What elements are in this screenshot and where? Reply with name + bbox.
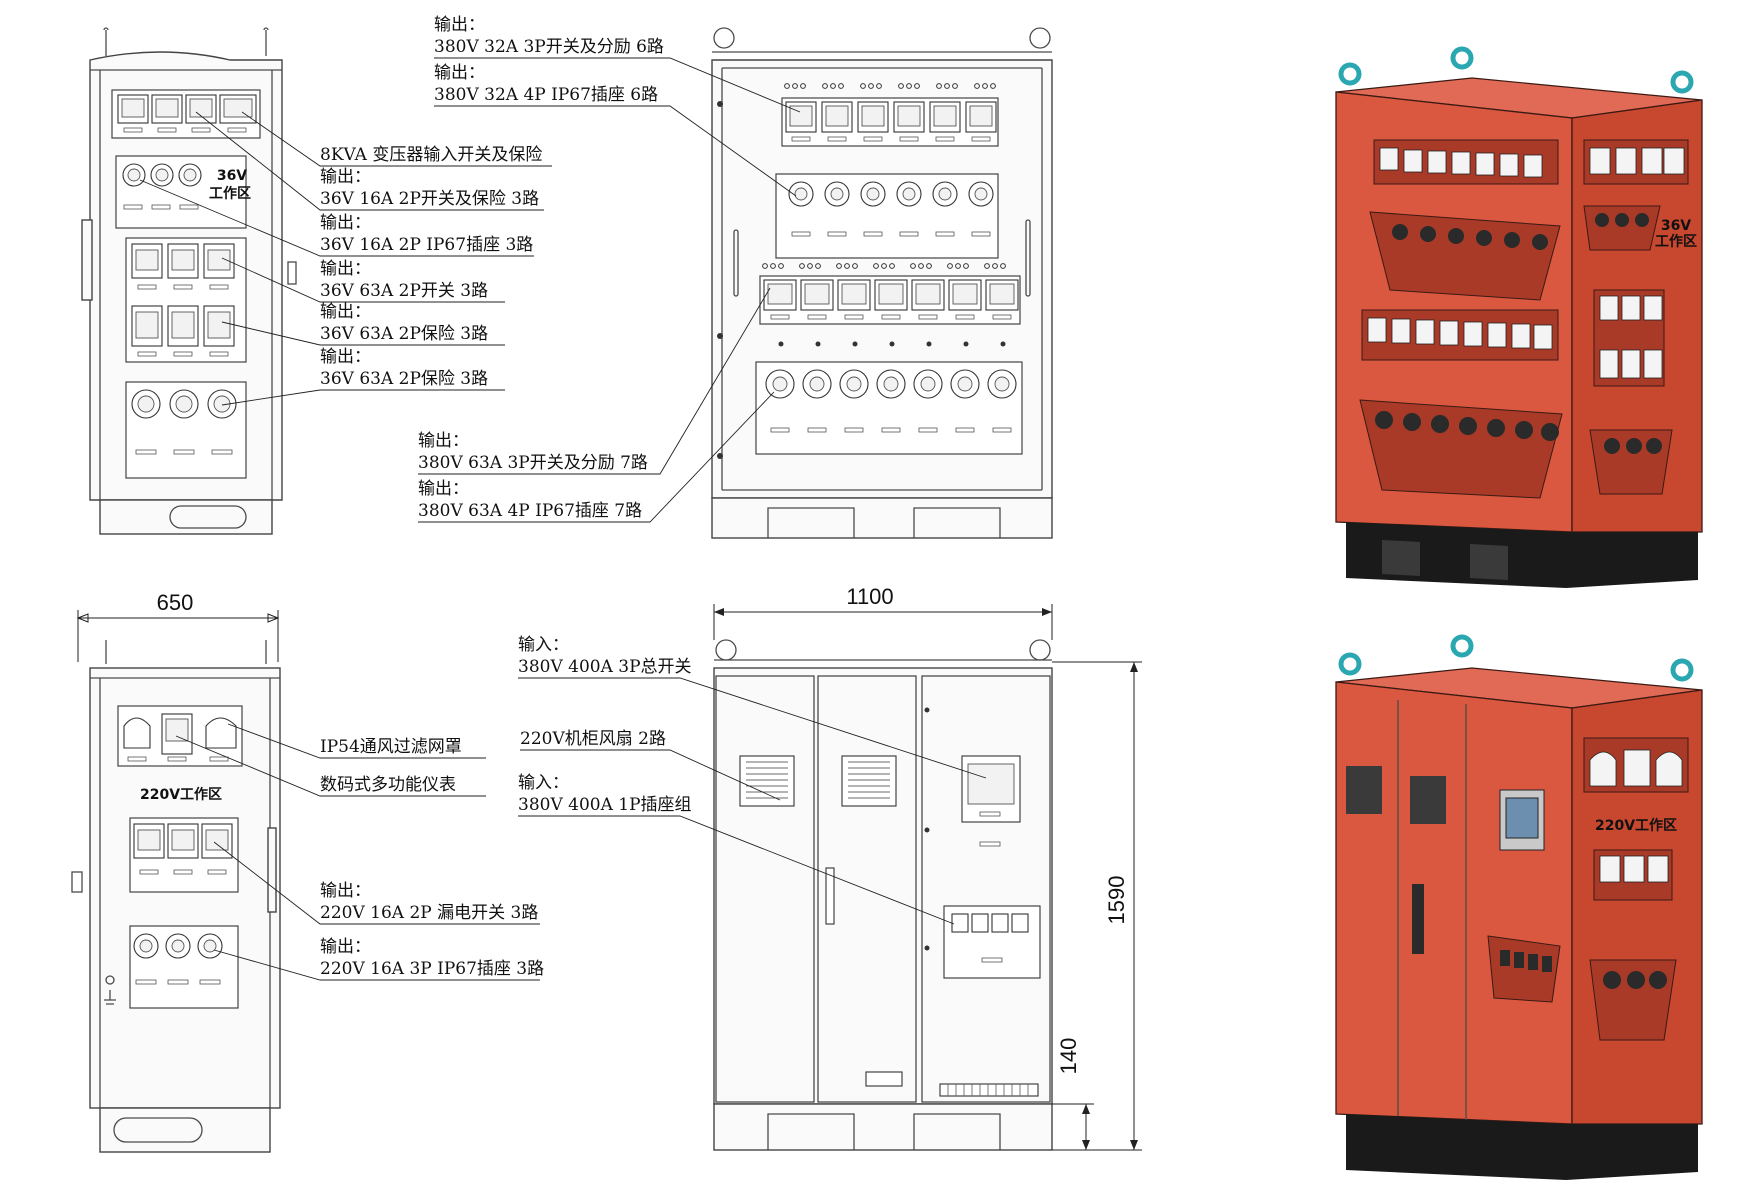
breaker-group bbox=[117, 94, 257, 133]
callout-text: 输入： bbox=[518, 773, 569, 793]
callout-text: 380V 400A 3P总开关 bbox=[518, 657, 692, 677]
callout-text: 输入： bbox=[518, 635, 569, 655]
front-cabinet-body bbox=[713, 667, 1053, 1105]
callout-text: 数码式多功能仪表 bbox=[320, 775, 456, 795]
dimension-base: 140 bbox=[1052, 1038, 1094, 1150]
callout-text: 输出： bbox=[320, 259, 371, 279]
iso-cabinet-bottom: 220V工作区 bbox=[1335, 634, 1703, 1180]
eyebolt-icon bbox=[1338, 62, 1362, 86]
callout-text: 220V机柜风扇 2路 bbox=[520, 729, 666, 749]
callout-leaders bbox=[139, 57, 987, 981]
zone-label-36v-sub: 工作区 bbox=[209, 185, 251, 202]
callout-text: 36V 63A 2P保险 3路 bbox=[320, 324, 488, 344]
socket-row-32a bbox=[775, 173, 999, 259]
side-view-36v: 36V 工作区 bbox=[81, 27, 297, 535]
dim-depth-label: 650 bbox=[157, 590, 194, 615]
door-left bbox=[715, 675, 815, 1103]
dimension-width: 1100 bbox=[713, 584, 1053, 640]
callout-text: 36V 63A 2P保险 3路 bbox=[320, 369, 488, 389]
door-middle bbox=[817, 675, 917, 1103]
callout-text: 380V 32A 4P IP67插座 6路 bbox=[434, 85, 658, 105]
callout-text: 输出： bbox=[320, 347, 371, 367]
filter-hood bbox=[205, 717, 237, 749]
callouts-bottom-center: 输入： 380V 400A 3P总开关 220V机柜风扇 2路 输入： 380V… bbox=[518, 635, 692, 815]
callout-text: 380V 63A 3P开关及分励 7路 bbox=[418, 453, 648, 473]
vent-grille bbox=[739, 755, 795, 807]
eyebolt-icon bbox=[263, 27, 269, 56]
side-handle-left bbox=[81, 219, 93, 301]
dimension-depth: 650 bbox=[76, 590, 280, 662]
eyebolt-icon bbox=[1670, 70, 1694, 94]
eyebolt-icon bbox=[103, 27, 109, 56]
callout-text: 输出： bbox=[418, 479, 469, 499]
callout-text: 输出： bbox=[320, 302, 371, 322]
iso-zone-label-36v-sub: 工作区 bbox=[1655, 233, 1697, 250]
callout-text: 220V 16A 3P IP67插座 3路 bbox=[320, 959, 544, 979]
callout-text: 380V 63A 4P IP67插座 7路 bbox=[418, 501, 642, 521]
callout-text: 8KVA 变压器输入开关及保险 bbox=[320, 145, 542, 165]
callout-text: 输出： bbox=[434, 63, 485, 83]
front-view-bottom bbox=[713, 639, 1053, 1151]
front-base bbox=[713, 1103, 1053, 1151]
eyebolt-icon bbox=[713, 27, 735, 49]
callout-text: 输出： bbox=[434, 15, 485, 35]
callout-text: 36V 16A 2P IP67插座 3路 bbox=[320, 235, 533, 255]
eyebolt-icon bbox=[105, 640, 267, 664]
callout-text: IP54通风过滤网罩 bbox=[320, 737, 462, 757]
iso-zone-label-220v: 220V工作区 bbox=[1595, 817, 1677, 834]
socket-row-63a bbox=[755, 341, 1023, 455]
vent-grille bbox=[841, 755, 897, 807]
callout-text: 输出： bbox=[320, 881, 371, 901]
iso-front bbox=[1335, 681, 1573, 1125]
eyebolt-icon bbox=[1450, 46, 1474, 70]
callout-text: 36V 63A 2P开关 3路 bbox=[320, 281, 488, 301]
callout-text: 输出： bbox=[320, 167, 371, 187]
callout-text: 380V 400A 1P插座组 bbox=[518, 795, 692, 815]
ground-icon bbox=[105, 975, 115, 985]
callout-text: 220V 16A 2P 漏电开关 3路 bbox=[320, 903, 538, 923]
callouts-top-left: 8KVA 变压器输入开关及保险 输出： 36V 16A 2P开关及保险 3路 输… bbox=[320, 145, 542, 389]
eyebolt-icon bbox=[1029, 27, 1051, 49]
front-base bbox=[711, 497, 1053, 539]
breaker-row-63a bbox=[759, 263, 1021, 325]
door-handle bbox=[825, 867, 835, 925]
socket-group bbox=[122, 163, 202, 210]
eyebolt-icon bbox=[1450, 634, 1474, 658]
filter-hood bbox=[123, 717, 151, 749]
callout-text: 输出： bbox=[320, 937, 371, 957]
callout-text: 输出： bbox=[320, 213, 371, 233]
iso-zone-label-36v: 36V bbox=[1661, 218, 1691, 234]
callouts-bottom-left: IP54通风过滤网罩 数码式多功能仪表 输出： 220V 16A 2P 漏电开关… bbox=[320, 737, 544, 979]
callouts-top-center: 输出： 380V 32A 3P开关及分励 6路 输出： 380V 32A 4P … bbox=[418, 15, 664, 521]
eyebolt-icon bbox=[715, 639, 737, 661]
switch-group bbox=[131, 243, 235, 357]
eyebolt-icon bbox=[1670, 658, 1694, 682]
door-right bbox=[921, 675, 1051, 1103]
side-view-220v: 220V工作区 bbox=[71, 640, 281, 1153]
zone-label-36v: 36V bbox=[217, 168, 247, 184]
dim-height-label: 1590 bbox=[1104, 876, 1129, 925]
dimension-height: 1590 bbox=[1052, 661, 1142, 1151]
iso-cabinet-top: 36V 工作区 bbox=[1335, 46, 1703, 588]
nameplate bbox=[865, 1071, 903, 1087]
breaker-row-32a bbox=[781, 83, 999, 147]
front-view-top bbox=[711, 27, 1053, 539]
eyebolt-icon bbox=[1338, 652, 1362, 676]
eyebolt-icon bbox=[1029, 639, 1051, 661]
dim-width-label: 1100 bbox=[846, 584, 893, 609]
callout-text: 36V 16A 2P开关及保险 3路 bbox=[320, 189, 539, 209]
callout-text: 380V 32A 3P开关及分励 6路 bbox=[434, 37, 664, 57]
zone-label-220v: 220V工作区 bbox=[140, 786, 222, 803]
socket-group bbox=[131, 389, 237, 455]
dim-base-label: 140 bbox=[1056, 1038, 1081, 1075]
side-base bbox=[99, 1107, 271, 1153]
callout-text: 输出： bbox=[418, 431, 469, 451]
terminal-strip bbox=[939, 1083, 1039, 1097]
